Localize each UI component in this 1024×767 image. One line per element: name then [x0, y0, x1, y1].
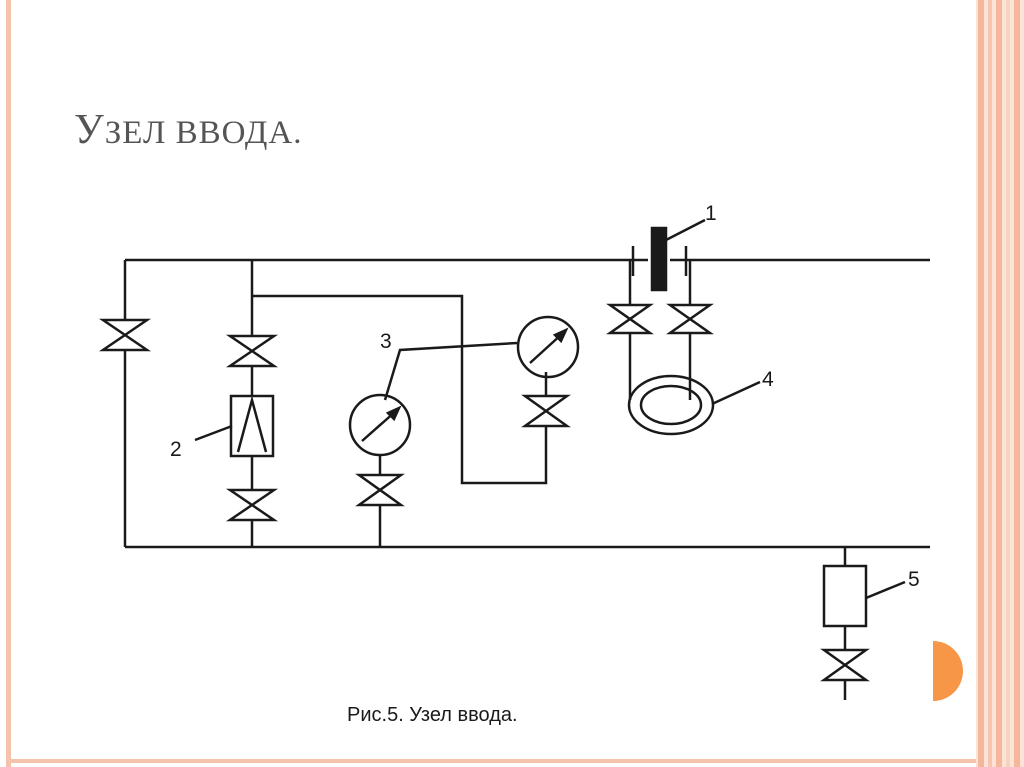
left-frame-stripe: [6, 0, 11, 767]
lower-pressure-gauge: [348, 393, 412, 457]
label-4: 4: [762, 368, 774, 391]
title-rest: ЗЕЛ ВВОДА.: [104, 115, 303, 151]
insulating-joint: [650, 226, 668, 292]
lower-gauge-needle-tip: [385, 405, 402, 422]
right-decorative-stripes: [976, 0, 1024, 767]
leader-3: [383, 341, 518, 401]
label-3: 3: [380, 330, 392, 353]
bypass-valve: [98, 318, 152, 352]
manometer-branch-pipe: [252, 294, 548, 485]
figure-caption: Рис.5. Узел ввода.: [347, 704, 518, 726]
upper-gauge-needle-tip: [552, 327, 569, 344]
title-first-letter: У: [74, 107, 105, 153]
slide-title: УЗЕЛ ВВОДА.: [74, 106, 302, 154]
label-5: 5: [908, 568, 920, 591]
leader-4: [711, 380, 761, 406]
filter-mesh: [236, 395, 268, 453]
upper-pressure-gauge: [516, 315, 580, 379]
label-2: 2: [170, 438, 182, 461]
schematic-diagram: 1 2 3 4 5: [98, 202, 930, 700]
label-1: 1: [705, 202, 717, 225]
leader-2: [194, 424, 233, 442]
loop-left-valve: [606, 303, 654, 335]
lower-gauge-valve: [355, 473, 405, 507]
drain-valve: [820, 648, 870, 682]
coil-outer: [627, 374, 715, 436]
bottom-frame-stripe: [6, 759, 986, 763]
coil-inner: [639, 384, 703, 426]
leader-1: [665, 218, 706, 242]
leader-5: [865, 580, 906, 600]
loop-right-valve: [666, 303, 714, 335]
filter-line-valve-upper: [225, 334, 279, 368]
drain-element: [822, 564, 868, 628]
upper-gauge-valve: [521, 394, 571, 428]
decorative-orange-circle: [933, 641, 963, 701]
filter-body: [229, 394, 275, 458]
filter-line-valve-lower: [225, 488, 279, 522]
